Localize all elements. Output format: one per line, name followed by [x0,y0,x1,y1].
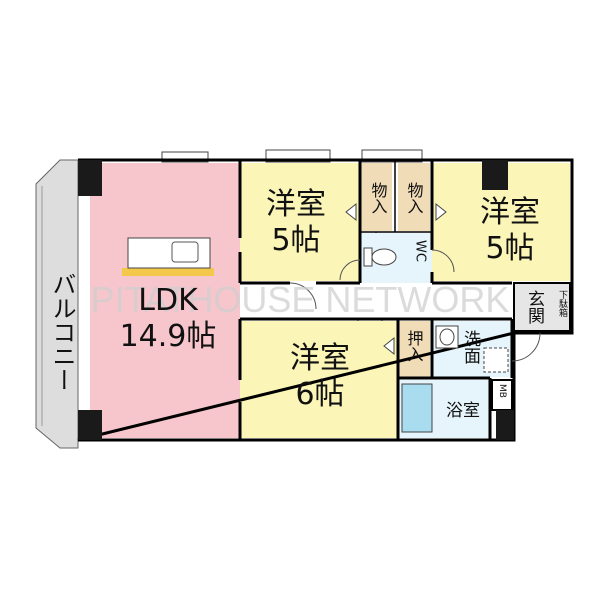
closet-b-label: 物入 [405,182,424,214]
entrance [513,282,571,332]
western-room-a [240,163,360,281]
western-room-c-name: 洋室 [290,341,350,376]
closet-b [398,163,430,231]
wash-basin-icon [435,325,459,349]
shoe-box-label: 下駄箱 [557,290,568,318]
closet-c-label: 押入 [405,330,424,362]
pillar [496,410,514,440]
kitchen-counter [122,268,214,276]
washroom-label: 洗面 [460,330,481,364]
watermark: PITATHOUSE NETWORK [91,279,510,320]
toilet-icon [363,247,397,267]
pillar [482,160,508,190]
toilet-label: WC [413,240,428,262]
balcony-label: バルコニー [48,272,76,392]
kitchen-sink-icon [171,241,199,263]
closet-c [398,321,430,377]
bathtub-icon [401,383,433,433]
hallway [240,283,512,319]
pillar [78,410,102,440]
ldk-name: LDK [138,283,199,318]
bathroom-label: 浴室 [446,401,480,421]
interior-walls [238,160,514,440]
door-swings [289,249,541,362]
pillar [78,160,102,196]
outer-wall [77,158,574,442]
western-room-b-size: 5帖 [485,231,534,266]
western-room-c-size: 6帖 [295,377,344,412]
closet-a [360,163,392,231]
western-room-b-name: 洋室 [480,195,540,230]
closet-a-label: 物入 [369,182,388,214]
window [161,151,209,163]
meter-box-label: MB [497,384,507,398]
ldk-size: 14.9帖 [120,319,217,354]
entrance-label: 玄関 [524,290,544,324]
western-room-a-size: 5帖 [271,223,320,258]
ldk-room [90,163,240,438]
western-room-a-name: 洋室 [266,187,326,222]
washing-machine-space [483,347,509,373]
